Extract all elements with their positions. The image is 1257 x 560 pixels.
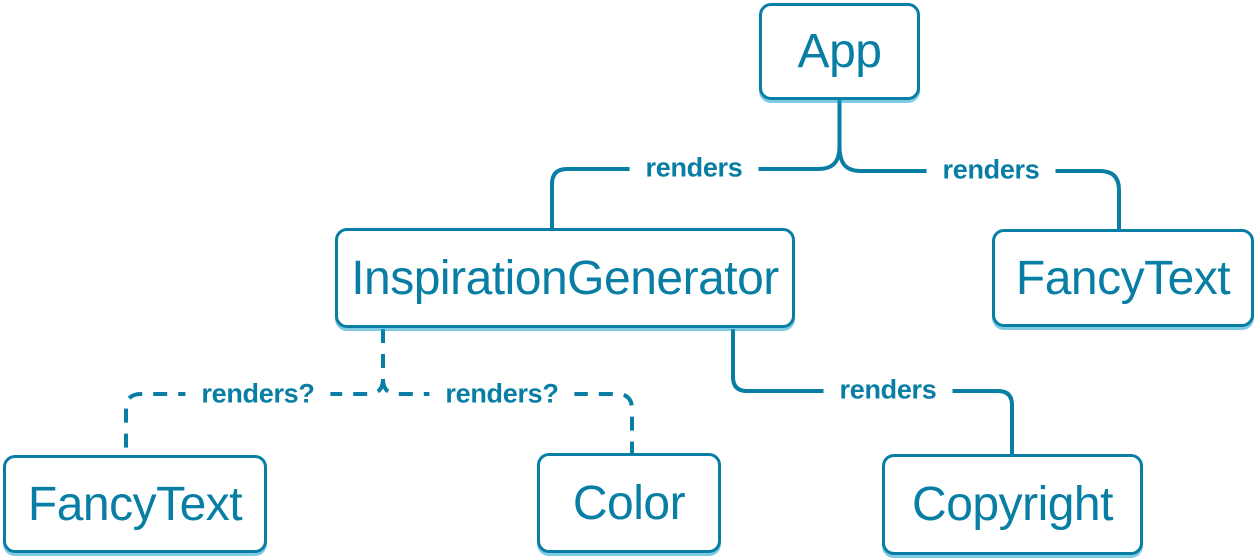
edge-app-to-fancytext: [837, 145, 1121, 230]
edge-inspirationgenerator-to-fancytext-dashed: [124, 378, 385, 456]
edge-label-renders-copyright: renders: [823, 374, 953, 406]
node-app: App: [759, 3, 920, 100]
edge-label-renders-app-inspirationgenerator: renders: [629, 152, 759, 184]
edge-label-renders-question-color: renders?: [429, 378, 575, 410]
edge-label-renders-question-fancytext: renders?: [185, 378, 331, 410]
node-fancy-text-top: FancyText: [992, 229, 1254, 327]
node-inspiration-generator: InspirationGenerator: [335, 228, 795, 328]
node-copyright: Copyright: [882, 454, 1143, 555]
edge-inspirationgenerator-to-color-dashed: [381, 378, 634, 454]
edge-app-to-inspirationgenerator: [550, 145, 842, 229]
node-color: Color: [537, 453, 721, 553]
node-fancy-text-bottom: FancyText: [3, 455, 267, 553]
edge-label-renders-app-fancytext: renders: [926, 154, 1056, 186]
